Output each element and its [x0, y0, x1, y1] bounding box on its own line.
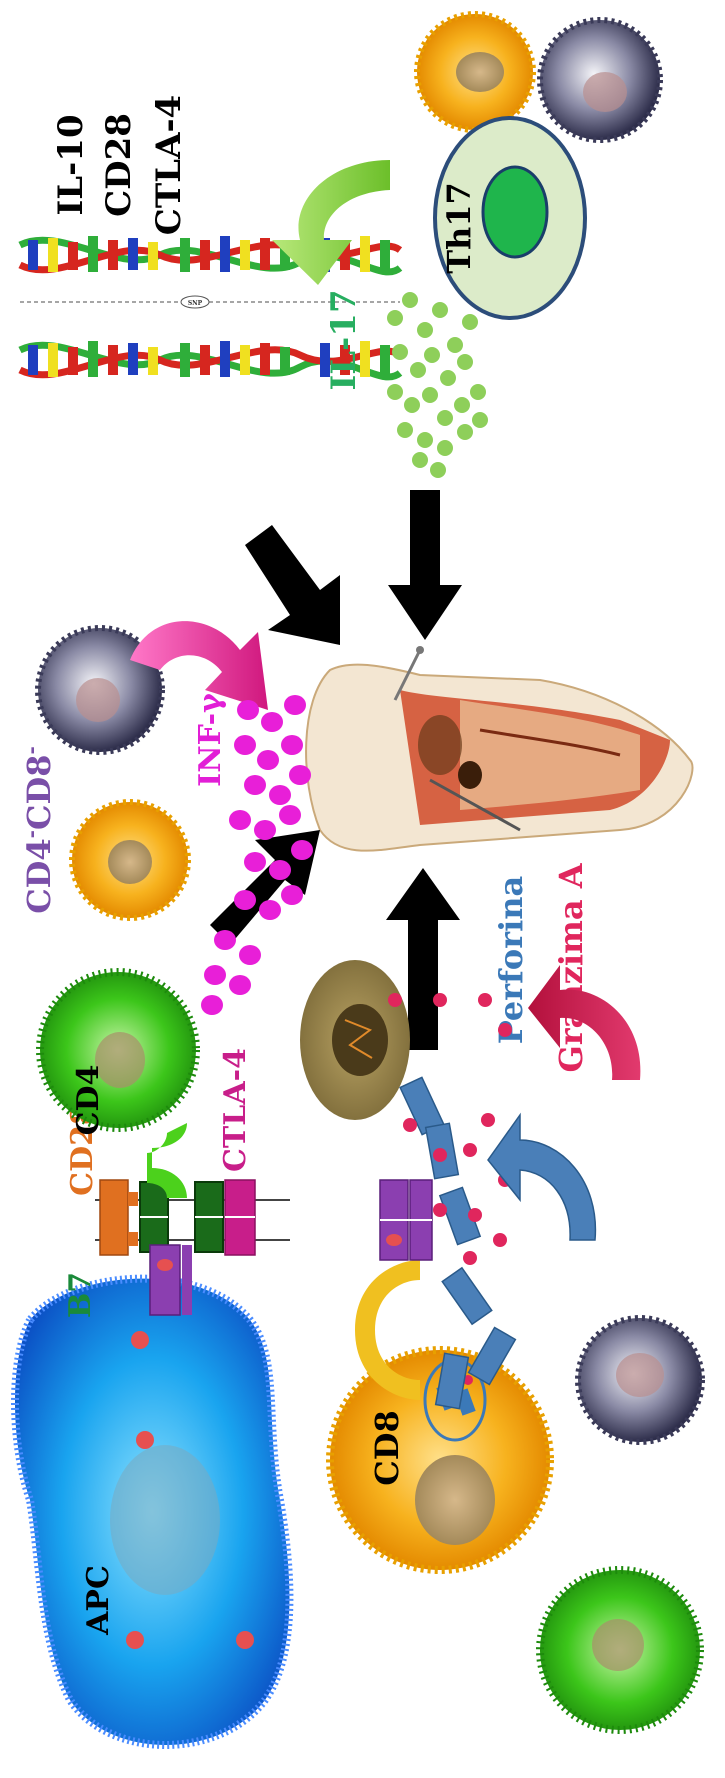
- il17-dots: [387, 292, 488, 478]
- cd4cd8-label: CD4-CD8-: [19, 746, 58, 914]
- blue-curved-arrow-icon: [488, 1115, 595, 1240]
- cd4-cell: CD4: [40, 972, 196, 1135]
- green-cell-bottom: [540, 1570, 700, 1730]
- cd4cd8-label-cd8: CD8: [20, 755, 58, 830]
- olive-target-cell: [300, 960, 410, 1120]
- orange-cell-cd4cd8: [72, 802, 188, 918]
- grey-cell-top: [540, 20, 660, 140]
- cd4cd8-label-cd4: CD4: [20, 838, 58, 913]
- perforina-label: Perforina: [492, 876, 530, 1045]
- th17-cell: Th17: [435, 118, 585, 318]
- b7-ctla4-receptor-icon: [190, 1180, 290, 1255]
- gene-labels: IL-10 CD28 CTLA-4: [51, 95, 189, 235]
- apc-cell: APC: [15, 1279, 289, 1745]
- cd4cd8-label-minus-1: -: [19, 830, 43, 838]
- inf-gamma-label: INF-γ: [193, 693, 228, 787]
- black-arrow-diagonal-top-icon: [245, 525, 340, 645]
- il10-label: IL-10: [51, 114, 91, 215]
- apc-label: APC: [81, 1565, 116, 1636]
- tooth-image: [306, 646, 692, 851]
- th17-label: Th17: [440, 182, 478, 274]
- cd8-label: CD8: [368, 1410, 406, 1485]
- cd4cd8-label-minus-2: -: [19, 746, 43, 754]
- orange-cell-top: [417, 14, 533, 130]
- ctla4-label: CTLA-4: [218, 1048, 253, 1172]
- cd4-label: CD4: [71, 1065, 106, 1136]
- b7-label: B7: [63, 1272, 98, 1318]
- il17-label: IL-17: [324, 289, 364, 390]
- snp-label: SNP: [188, 300, 203, 307]
- grey-cell-bottom: [578, 1318, 702, 1442]
- svg-text:CD4-CD8-: CD4-CD8-: [19, 746, 58, 914]
- ctla4-gene-label: CTLA-4: [149, 95, 189, 235]
- black-arrow-down-right-icon: [388, 490, 462, 640]
- cd28-gene-label: CD28: [99, 113, 139, 217]
